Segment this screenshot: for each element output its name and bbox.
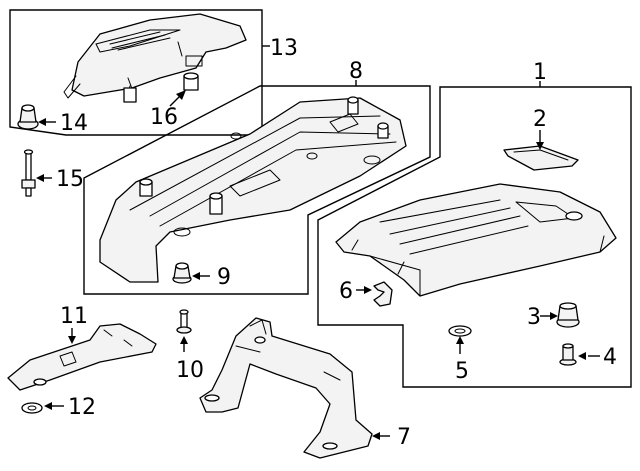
frame-13 xyxy=(9,9,263,136)
callout-12: 12 xyxy=(68,395,96,420)
callout-10: 10 xyxy=(176,358,204,383)
callout-7: 7 xyxy=(397,425,411,450)
bolt-part-15 xyxy=(21,149,36,197)
group-box-1 xyxy=(317,81,632,388)
callout-3: 3 xyxy=(527,305,541,330)
intake-cover-part-8 xyxy=(99,96,407,283)
stud-part-4 xyxy=(559,343,577,366)
callout-1: 1 xyxy=(533,60,547,85)
callout-11: 11 xyxy=(60,304,88,329)
callout-8: 8 xyxy=(349,59,363,84)
callout-14: 14 xyxy=(60,111,88,136)
bracket-part-11 xyxy=(7,323,157,391)
grommet-part-16 xyxy=(183,72,199,91)
group-box-8 xyxy=(83,80,431,295)
leaders xyxy=(36,90,600,440)
callout-13: 13 xyxy=(270,36,298,61)
emblem-part-2 xyxy=(503,145,579,171)
callout-2: 2 xyxy=(533,107,547,132)
frame-1 xyxy=(317,86,632,388)
callout-15: 15 xyxy=(56,167,84,192)
washer-part-5 xyxy=(448,325,472,337)
stud-part-10 xyxy=(176,309,192,334)
insulator-part-14 xyxy=(17,104,39,130)
callout-6: 6 xyxy=(339,279,353,304)
callout-9: 9 xyxy=(217,265,231,290)
group-box-13 xyxy=(9,9,270,136)
callout-labels: 1 2 3 4 5 6 7 8 9 10 11 12 13 14 15 16 xyxy=(56,36,617,450)
callout-4: 4 xyxy=(603,345,617,370)
washer-part-12 xyxy=(21,402,43,414)
callout-5: 5 xyxy=(455,359,469,384)
grommet-part-3 xyxy=(556,302,580,328)
cover-part-1 xyxy=(335,183,617,297)
support-bracket-part-7 xyxy=(199,317,373,459)
callout-16: 16 xyxy=(150,105,178,130)
frame-8 xyxy=(83,85,431,295)
clip-part-6 xyxy=(373,281,393,307)
insulator-part-9 xyxy=(172,262,192,284)
engine-cover-part-13 xyxy=(63,13,247,103)
